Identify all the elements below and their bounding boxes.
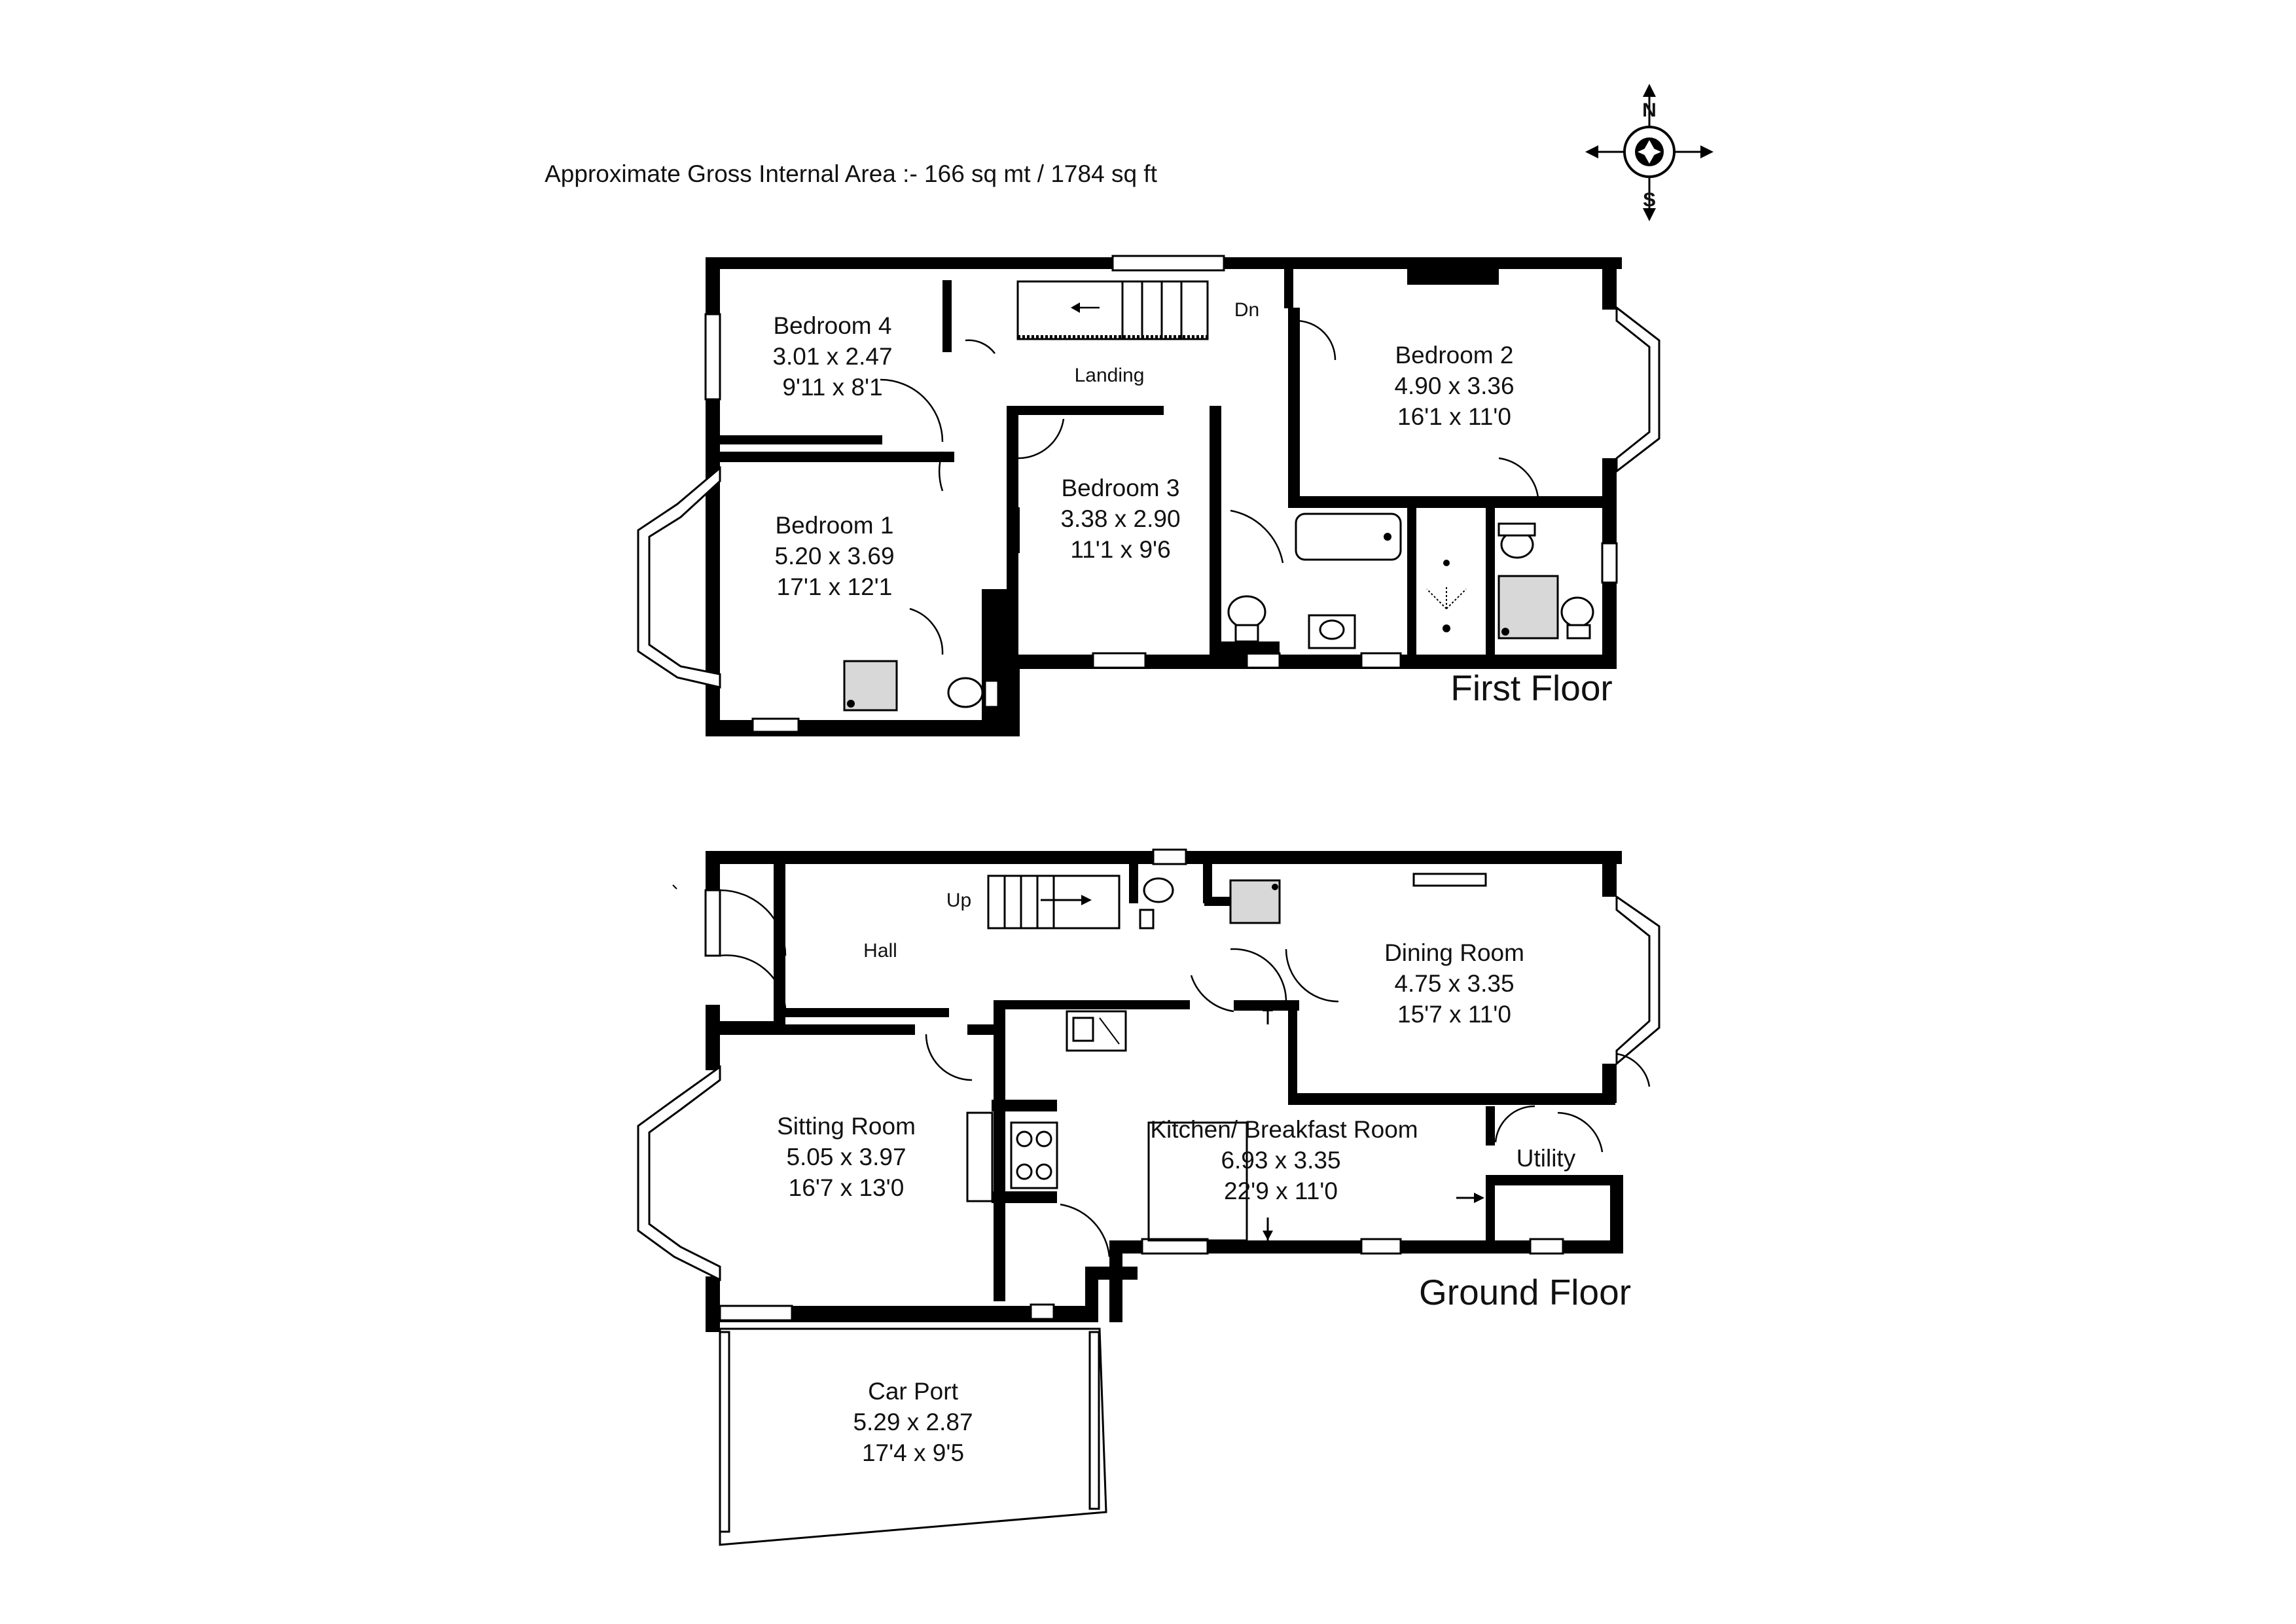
room-name-kitchen: Kitchen/ Breakfast Room — [1150, 1116, 1418, 1143]
shower-spray-icon — [1426, 560, 1467, 632]
first-floor-title: First Floor — [1450, 668, 1613, 708]
stairs-down-label: Dn — [1234, 299, 1259, 321]
ground-floor-title: Ground Floor — [1419, 1272, 1631, 1312]
hob-icon — [1010, 1121, 1058, 1189]
compass-rose-icon — [1585, 84, 1713, 221]
room-name-bedroom-4: Bedroom 4 — [774, 312, 892, 339]
room-metric-dining-room: 4.75 x 3.35 — [1394, 970, 1514, 997]
room-metric-bedroom-3: 3.38 x 2.90 — [1060, 505, 1180, 532]
room-imperial-bedroom-3: 11'1 x 9'6 — [1070, 536, 1170, 563]
room-imperial-bedroom-2: 16'1 x 11'0 — [1397, 403, 1511, 430]
stairs-up-label: Up — [946, 890, 971, 911]
room-metric-sitting-room: 5.05 x 3.97 — [786, 1144, 906, 1170]
ground-floor-plan — [637, 848, 1660, 1332]
room-imperial-sitting-room: 16'7 x 13'0 — [789, 1174, 905, 1201]
room-name-car-port: Car Port — [868, 1378, 958, 1405]
compass-north-letter: N — [1642, 99, 1657, 121]
hall-label: Hall — [863, 940, 897, 962]
room-name-sitting-room: Sitting Room — [777, 1113, 916, 1140]
car-port-outline — [719, 1327, 1107, 1546]
room-imperial-dining-room: 15'7 x 11'0 — [1397, 1001, 1511, 1028]
first-floor-plan — [637, 255, 1660, 736]
room-metric-car-port: 5.29 x 2.87 — [853, 1409, 973, 1435]
room-name-bedroom-3: Bedroom 3 — [1062, 475, 1180, 501]
room-metric-bedroom-2: 4.90 x 3.36 — [1394, 372, 1514, 399]
room-metric-kitchen: 6.93 x 3.35 — [1221, 1147, 1340, 1174]
room-metric-bedroom-4: 3.01 x 2.47 — [772, 343, 892, 370]
gross-area-text: Approximate Gross Internal Area :- 166 s… — [545, 160, 1157, 187]
room-imperial-bedroom-1: 17'1 x 12'1 — [777, 573, 893, 600]
room-name-dining-room: Dining Room — [1384, 939, 1524, 966]
room-imperial-bedroom-4: 9'11 x 8'1 — [782, 374, 882, 401]
room-imperial-kitchen: 22'9 x 11'0 — [1224, 1178, 1338, 1204]
utility-label: Utility — [1516, 1145, 1576, 1172]
room-imperial-car-port: 17'4 x 9'5 — [862, 1439, 964, 1466]
room-name-bedroom-1: Bedroom 1 — [776, 512, 894, 539]
compass-south-letter: S — [1643, 189, 1656, 211]
landing-label: Landing — [1075, 365, 1145, 386]
room-metric-bedroom-1: 5.20 x 3.69 — [774, 543, 894, 569]
room-name-bedroom-2: Bedroom 2 — [1395, 342, 1514, 369]
